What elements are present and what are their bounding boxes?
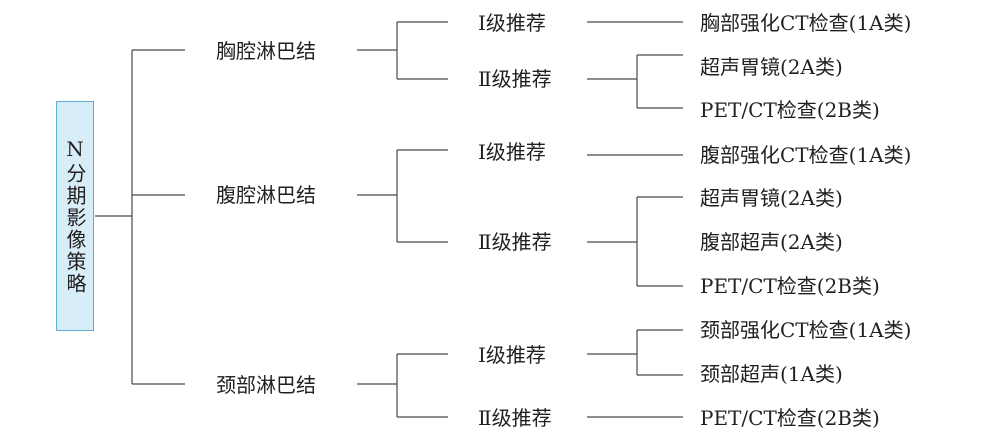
branch-cervical: 颈部淋巴结 [216, 373, 316, 397]
branch-thoracic: 胸腔淋巴结 [216, 39, 316, 63]
level-cervical-2: Ⅱ级推荐 [478, 406, 552, 430]
branch-abdominal: 腹腔淋巴结 [216, 183, 316, 207]
leaf-item: 腹部强化CT检查(1A类) [700, 143, 912, 167]
level-thoracic-1: Ⅰ级推荐 [478, 11, 546, 35]
leaf-item: 颈部超声(1A类) [700, 362, 843, 386]
level-abdominal-1: Ⅰ级推荐 [478, 140, 546, 164]
leaf-item: PET/CT检查(2B类) [700, 98, 880, 122]
level-cervical-1: Ⅰ级推荐 [478, 343, 546, 367]
root-node: N分期影像策略 [56, 101, 94, 331]
leaf-item: 超声胃镜(2A类) [700, 55, 843, 79]
leaf-item: PET/CT检查(2B类) [700, 274, 880, 298]
level-abdominal-2: Ⅱ级推荐 [478, 230, 552, 254]
leaf-item: 超声胃镜(2A类) [700, 186, 843, 210]
level-thoracic-2: Ⅱ级推荐 [478, 67, 552, 91]
leaf-item: 腹部超声(2A类) [700, 230, 843, 254]
leaf-item: 胸部强化CT检查(1A类) [700, 11, 912, 35]
root-label: N分期影像策略 [63, 137, 87, 295]
leaf-item: 颈部强化CT检查(1A类) [700, 318, 912, 342]
leaf-item: PET/CT检查(2B类) [700, 406, 880, 430]
